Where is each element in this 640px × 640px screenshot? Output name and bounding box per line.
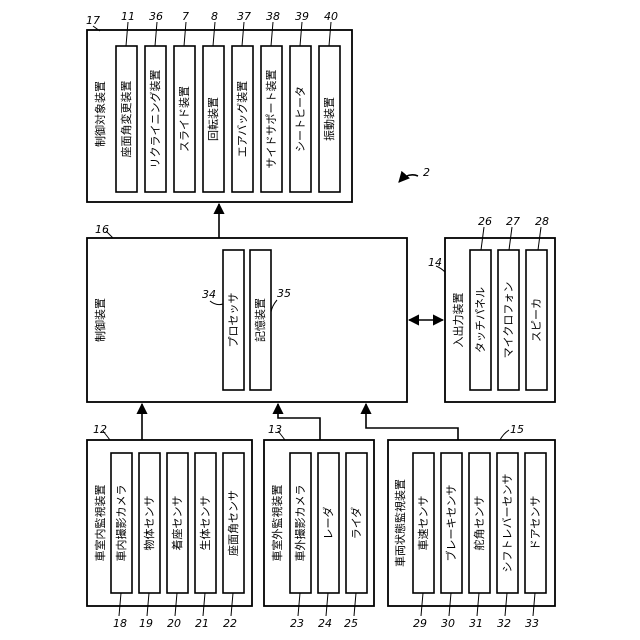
io-item-3-label: スピーカ [530, 298, 543, 342]
control-target-group: 17 制御対象装置 座面角変更装置 11 リクライニング装置 36 スライド装置… [86, 10, 352, 202]
control-target-label: 制御対象装置 [93, 81, 107, 147]
controller-label: 制御装置 [93, 298, 107, 342]
io-item-2-label: マイクロフォン [502, 282, 515, 359]
vehicle-item-4-label: シフトレバーセンサ [501, 474, 514, 573]
ref-vehicle-item-5: 33 [525, 617, 539, 630]
ref-interior-item-2: 19 [139, 617, 153, 630]
controller-box [87, 238, 407, 402]
control-target-item-4-label: 回転装置 [207, 97, 220, 141]
ref-control-target-item-4: 8 [211, 10, 218, 23]
control-target-item-1-label: 座面角変更装置 [119, 81, 133, 158]
io-item-1-label: タッチパネル [474, 287, 487, 353]
vehicle-item-1-label: 車速センサ [416, 496, 430, 551]
ref-control-target-item-5: 37 [237, 10, 251, 23]
exterior-item-1-label: 車外撮影カメラ [293, 485, 307, 562]
ref-interior-item-4: 21 [195, 617, 209, 630]
controller-storage-label: 記憶装置 [253, 298, 267, 342]
ref-vehicle: 15 [510, 423, 524, 436]
ref-io: 14 [428, 256, 442, 269]
control-target-item-2-label: リクライニング装置 [148, 70, 162, 169]
figure-ref: 2 [423, 166, 430, 179]
control-target-item-3-label: スライド装置 [178, 86, 191, 152]
ref-vehicle-item-1: 29 [413, 617, 427, 630]
ref-control-target-item-6: 38 [266, 10, 280, 23]
interior-item-2-label: 物体センサ [142, 496, 156, 551]
ref-exterior-item-3: 25 [344, 617, 358, 630]
ref-controller: 16 [95, 223, 109, 236]
vehicle-item-5-label: ドアセンサ [529, 496, 542, 551]
ref-io-item-2: 27 [506, 215, 520, 228]
io-label: 入出力装置 [451, 293, 465, 348]
exterior-label: 車室外監視装置 [270, 485, 284, 562]
arrow-exterior-to-controller [278, 404, 320, 440]
interior-item-5-label: 座面角センサ [226, 490, 240, 556]
ref-control-target-item-2: 36 [149, 10, 163, 23]
control-target-item-6-label: サイドサポート装置 [265, 70, 278, 169]
control-target-item-8-label: 振動装置 [322, 97, 336, 141]
interior-item-4-label: 生体センサ [198, 496, 212, 551]
ref-controller-processor: 34 [202, 288, 216, 301]
ref-interior-item-1: 18 [113, 617, 127, 630]
controller-processor-label: プロセッサ [227, 293, 240, 348]
arrow-vehicle-to-controller [366, 404, 458, 440]
ref-exterior-item-2: 24 [318, 617, 332, 630]
ref-vehicle-item-3: 31 [469, 617, 483, 630]
vehicle-item-2-label: ブレーキセンサ [444, 485, 458, 562]
ref-control-target-item-1: 11 [121, 10, 135, 23]
ref-control-target-item-7: 39 [295, 10, 309, 23]
figure-ref-arrow [399, 175, 418, 182]
ref-control-target-item-8: 40 [324, 10, 338, 23]
ref-interior-item-3: 20 [167, 617, 181, 630]
control-target-item-7-label: シートヒータ [294, 86, 307, 152]
control-target-item-5-label: エアバッグ装置 [235, 81, 249, 158]
ref-vehicle-item-4: 32 [497, 617, 511, 630]
exterior-item-2-label: レーダ [321, 507, 335, 540]
ref-controller-storage: 35 [277, 287, 291, 300]
ref-interior-item-5: 22 [223, 617, 237, 630]
ref-control-target: 17 [86, 14, 100, 27]
ref-vehicle-item-2: 30 [441, 617, 455, 630]
interior-item-1-label: 車内撮影カメラ [114, 485, 128, 562]
vehicle-item-3-label: 舵角センサ [472, 496, 486, 551]
io-group: 14 入出力装置 タッチパネル 26 マイクロフォン 27 スピーカ 28 [428, 215, 555, 402]
exterior-group: 13 車室外監視装置 車外撮影カメラ 23 レーダ 24 ライダ 25 [264, 423, 374, 630]
ref-exterior-item-1: 23 [290, 617, 304, 630]
ref-io-item-3: 28 [535, 215, 549, 228]
vehicle-group: 15 車両状態監視装置 車速センサ 29 ブレーキセンサ 30 舵角センサ 31… [388, 423, 555, 630]
interior-label: 車室内監視装置 [93, 485, 107, 562]
interior-group: 12 車室内監視装置 車内撮影カメラ 18 物体センサ 19 着座センサ 20 … [87, 423, 252, 630]
interior-item-3-label: 着座センサ [170, 496, 184, 551]
ref-control-target-item-3: 7 [182, 10, 189, 23]
controller-group: 16 制御装置 プロセッサ 34 記憶装置 35 [87, 223, 407, 402]
exterior-item-3-label: ライダ [349, 507, 363, 540]
vehicle-label: 車両状態監視装置 [393, 479, 407, 567]
ref-io-item-1: 26 [478, 215, 492, 228]
